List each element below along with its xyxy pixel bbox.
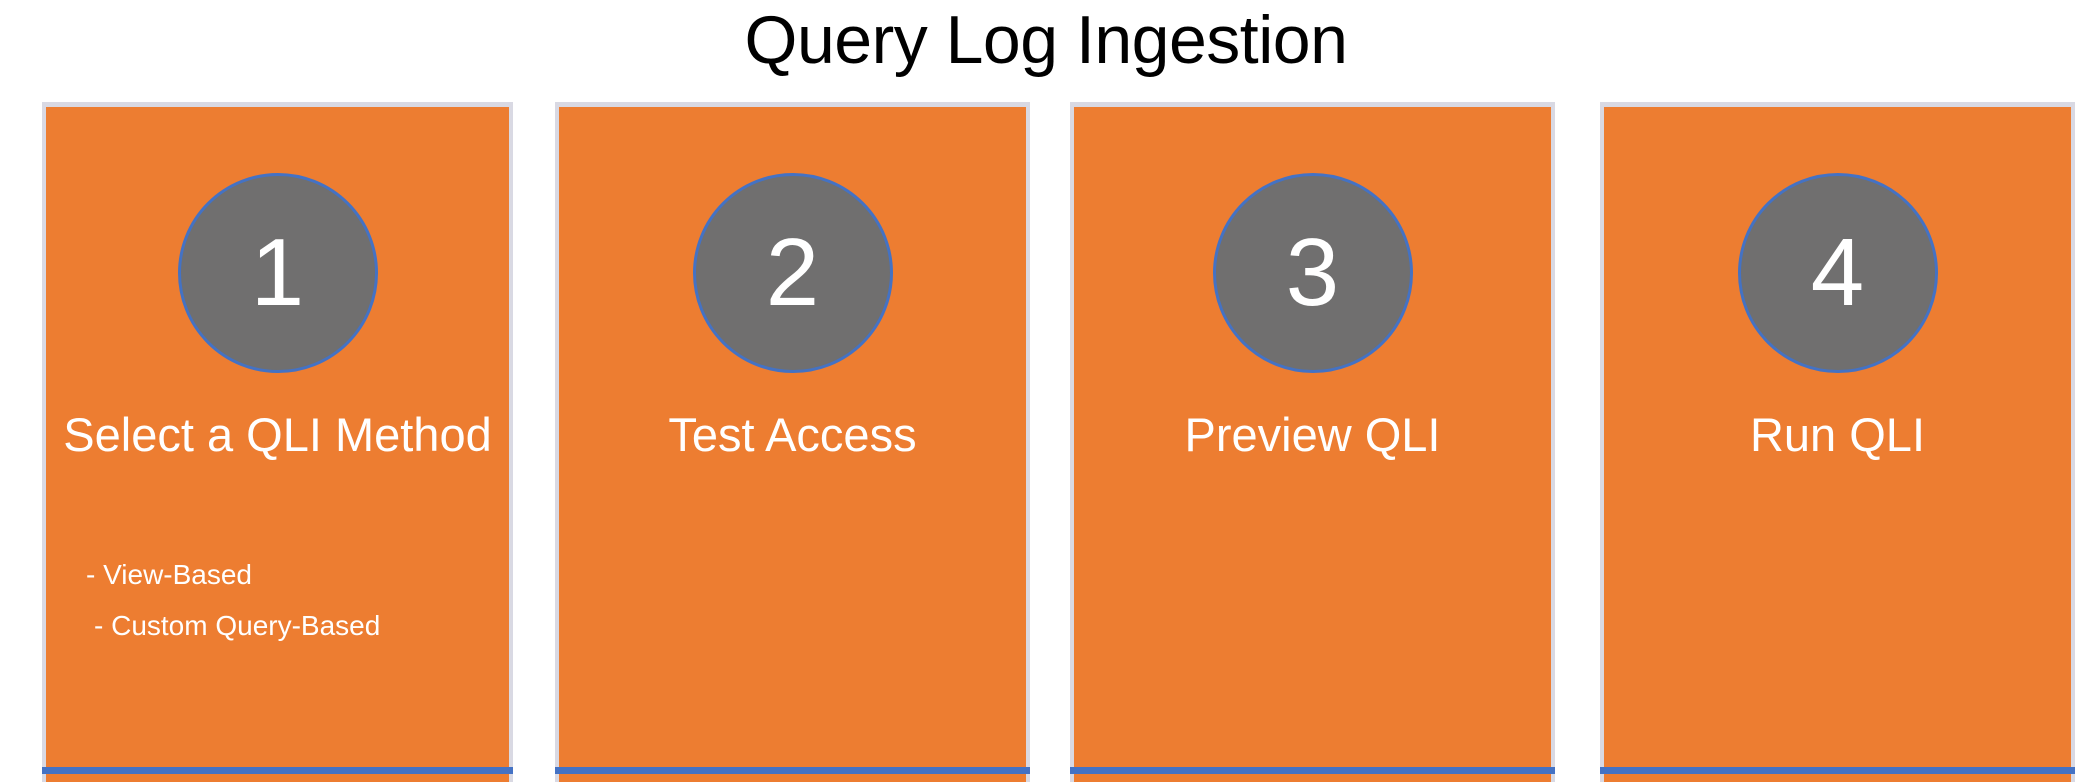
step-bullet-item: - Custom Query-Based bbox=[94, 610, 381, 641]
step-heading-4: Run QLI bbox=[1749, 408, 1926, 461]
step-badge-3: 3 bbox=[1212, 173, 1413, 373]
card-accent-rule bbox=[1070, 767, 1555, 774]
step-number-3: 3 bbox=[1285, 219, 1340, 326]
step-badge-4: 4 bbox=[1737, 173, 1938, 373]
step-card-4[interactable]: 4 Run QLI bbox=[1600, 102, 2075, 782]
step-heading-3: Preview QLI bbox=[1184, 408, 1441, 461]
card-accent-rule bbox=[42, 767, 513, 774]
step-card-3[interactable]: 3 Preview QLI bbox=[1070, 102, 1555, 782]
card-accent-rule bbox=[555, 767, 1030, 774]
step-number-4: 4 bbox=[1810, 219, 1865, 326]
step-badge-1: 1 bbox=[177, 173, 378, 373]
step-number-1: 1 bbox=[250, 219, 305, 326]
step-card-2[interactable]: 2 Test Access bbox=[555, 102, 1030, 782]
step-bullet-item: - View-Based bbox=[86, 559, 253, 590]
step-card-1[interactable]: 1 Select a QLI Method - View-Based - Cus… bbox=[42, 102, 513, 782]
step-bullets-1: - View-Based - Custom Query-Based bbox=[86, 549, 495, 651]
step-number-2: 2 bbox=[765, 219, 820, 326]
step-badge-2: 2 bbox=[692, 173, 893, 373]
page-title: Query Log Ingestion bbox=[744, 2, 1348, 78]
card-accent-rule bbox=[1600, 767, 2075, 774]
step-heading-1: Select a QLI Method bbox=[63, 408, 492, 461]
step-heading-2: Test Access bbox=[668, 408, 917, 461]
